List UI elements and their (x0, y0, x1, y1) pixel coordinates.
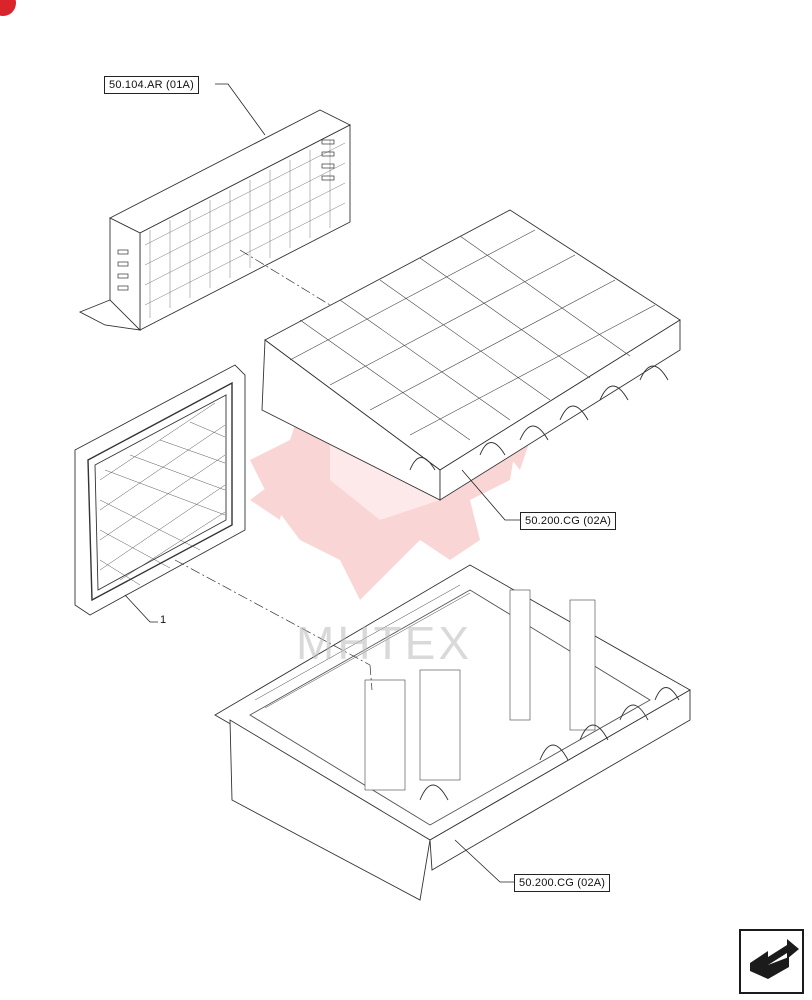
cover-part (261, 209, 681, 501)
callout-cover[interactable]: 50.200.CG (02A) (520, 512, 617, 530)
base-housing-part (214, 564, 691, 901)
callout-filter-housing[interactable]: 50.104.AR (01A) (104, 76, 199, 94)
filter-housing-part (78, 109, 351, 331)
item-number-filter: 1 (160, 614, 167, 626)
leader-lines (124, 83, 520, 883)
next-page-icon (750, 939, 799, 979)
next-page-button[interactable] (739, 929, 804, 994)
brand-badge-icon (0, 0, 16, 16)
callout-base-housing[interactable]: 50.200.CG (02A) (514, 874, 611, 892)
watermark-text: MHTEX (296, 617, 472, 669)
air-filter-part (74, 364, 246, 616)
assembly-lines (174, 249, 373, 691)
